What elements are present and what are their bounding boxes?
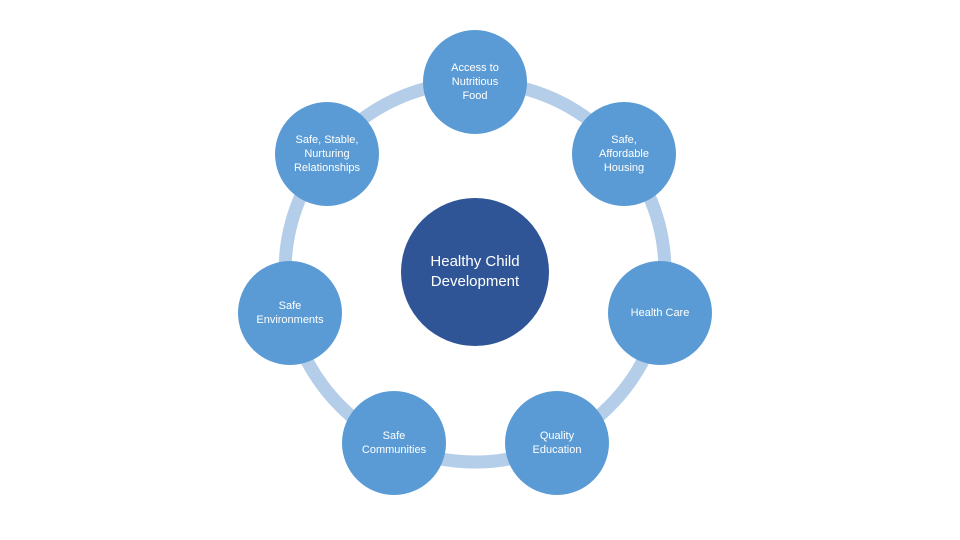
node-label: Health Care <box>630 307 690 319</box>
node-health-care: Health Care <box>608 261 712 365</box>
node-safe-environments: Safe Environments <box>238 261 342 365</box>
node-label: Safe Environments <box>256 300 324 326</box>
center-label: Healthy Child Development <box>430 253 520 290</box>
center-node: Healthy Child Development <box>401 198 549 346</box>
node-affordable-housing: Safe, Affordable Housing <box>572 102 676 206</box>
node-label: Quality Education <box>532 430 582 456</box>
node-nutritious-food: Access to Nutritious Food <box>423 30 527 134</box>
node-label: Safe Communities <box>361 430 427 456</box>
node-nurturing-relationships: Safe, Stable, Nurturing Relationships <box>275 102 379 206</box>
node-label: Access to Nutritious Food <box>451 62 499 102</box>
node-label: Safe, Stable, Nurturing Relationships <box>293 134 361 174</box>
node-safe-communities: Safe Communities <box>342 391 446 495</box>
node-label: Safe, Affordable Housing <box>599 134 649 174</box>
node-quality-education: Quality Education <box>505 391 609 495</box>
